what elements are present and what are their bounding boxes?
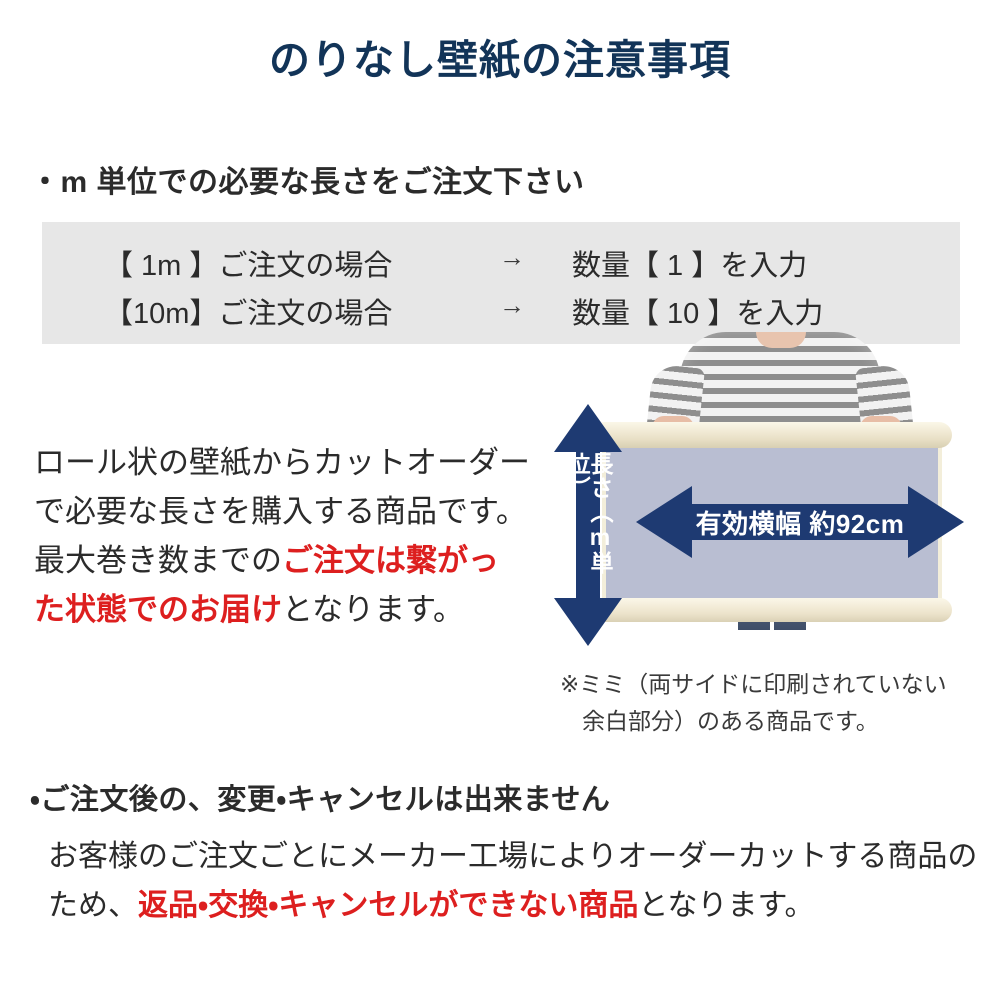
section-heading-unit: ・m 単位での必要な長さをご注文下さい xyxy=(30,166,585,199)
photo-note-line-1: ※ミミ（両サイドに印刷されていない xyxy=(560,671,947,697)
cancel-paragraph-emphasis: 返品・交換・キャンセルができない商品 xyxy=(138,889,639,922)
description-line-4-emphasis: た状態でのお届け xyxy=(34,592,282,627)
order-example-row: 【 1m 】ご注文の場合 → 数量【 1 】を入力 xyxy=(42,242,960,288)
arrow-right-icon: → xyxy=(499,242,525,272)
order-example-quantity: 数量【 1 】を入力 xyxy=(572,250,808,282)
cancel-paragraph-part-2: となります。 xyxy=(638,889,815,922)
page-title: のりなし壁紙の注意事項 xyxy=(269,37,731,83)
cancel-paragraph-part-1: お客様のご注文ごとにメーカー工場によりオーダーカットする商品のため、 xyxy=(48,840,978,922)
order-example-box: 【 1m 】ご注文の場合 → 数量【 1 】を入力 【10m】ご注文の場合 → … xyxy=(42,222,960,344)
width-arrow-horizontal xyxy=(636,486,964,558)
wallpaper-roll-top xyxy=(592,422,952,448)
order-example-order: 【 1m 】ご注文の場合 xyxy=(104,250,393,282)
photo-note: ※ミミ（両サイドに印刷されていない 余白部分）のある商品です。 xyxy=(560,666,980,740)
cancel-paragraph: お客様のご注文ごとにメーカー工場によりオーダーカットする商品のため、返品・交換・… xyxy=(48,832,978,930)
order-example-row: 【10m】ご注文の場合 → 数量【 10 】を入力 xyxy=(42,290,960,336)
description-line-3-plain: 最大巻き数までの xyxy=(34,543,282,578)
photo-note-line-2: 余白部分）のある商品です。 xyxy=(582,708,879,734)
description-line-2: で必要な長さを購入する商品です。 xyxy=(34,494,527,529)
section-heading-cancel: ・ご注文後の、変更・キャンセルは出来ません xyxy=(30,784,611,816)
length-arrow-vertical xyxy=(554,404,622,646)
wallpaper-roll-bottom xyxy=(592,598,952,622)
description-line-4-plain: となります。 xyxy=(282,592,464,627)
description-line-1: ロール状の壁紙からカットオーダー xyxy=(34,445,530,480)
arrow-right-icon: → xyxy=(499,290,525,320)
description-line-3-emphasis: ご注文は繋がっ xyxy=(282,543,499,578)
order-example-order: 【10m】ご注文の場合 xyxy=(104,298,393,330)
order-example-quantity: 数量【 10 】を入力 xyxy=(572,298,824,330)
description-paragraph: ロール状の壁紙からカットオーダー で必要な長さを購入する商品です。 最大巻き数ま… xyxy=(34,438,544,634)
person-neck xyxy=(756,332,806,348)
